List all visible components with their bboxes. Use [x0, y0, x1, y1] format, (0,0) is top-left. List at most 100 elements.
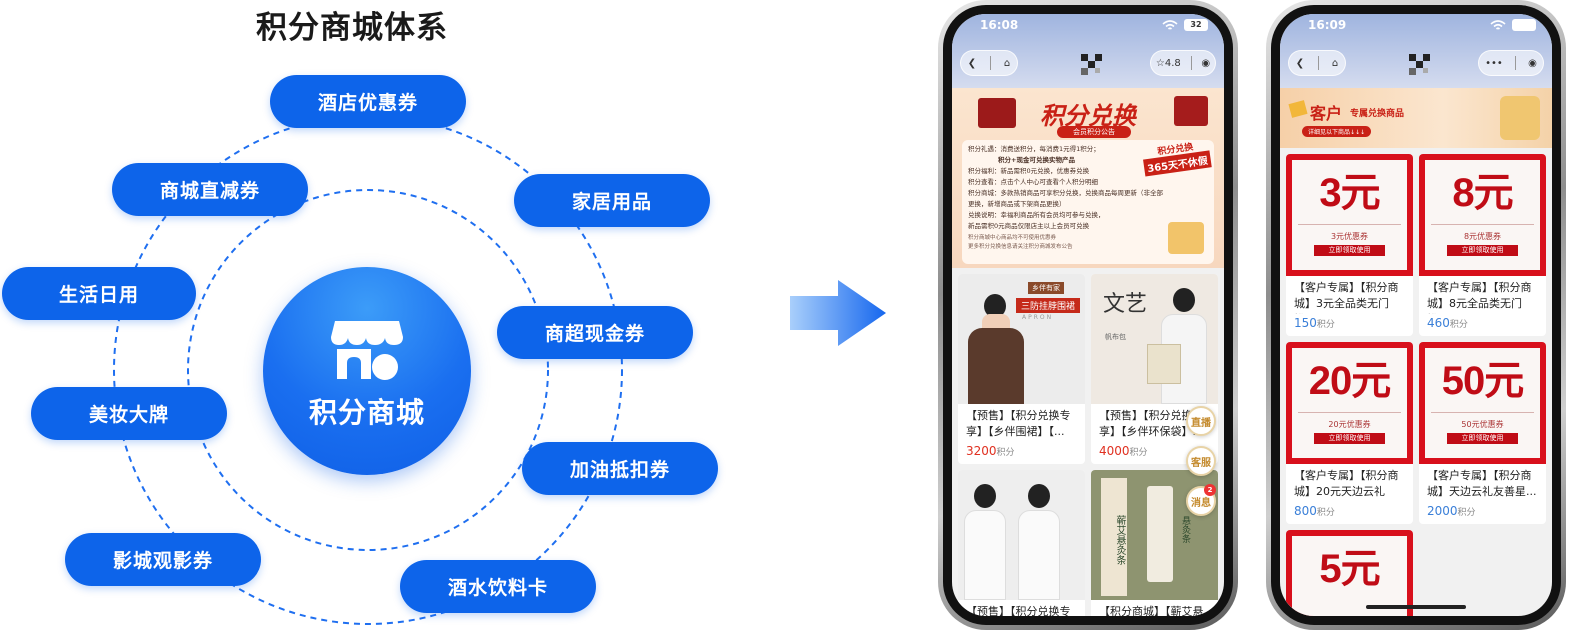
product-card[interactable]: 文艺 帆布包 【预售】【积分兑换专享】【乡伴环保袋】... 4000积分	[1091, 274, 1218, 464]
category-cosmetics[interactable]: 美妆大牌	[31, 387, 227, 440]
price-value: 460	[1427, 316, 1450, 330]
price-unit: 积分	[1316, 320, 1335, 330]
rule-note: 积分商城中心商品均不可使用优惠券	[968, 235, 1057, 241]
product-image-tshirt	[958, 470, 1085, 600]
price-value: 800	[1294, 504, 1317, 518]
coupon-price: 800积分	[1286, 502, 1413, 524]
coupon-subtitle: 3元优惠券	[1330, 232, 1369, 241]
phone1-screen: 16:08 32 ❮ ⌂ ☆4.8 ◉	[952, 14, 1224, 616]
coupon-image: 3元 3元优惠券 立即领取使用	[1286, 154, 1413, 276]
coupon-image: 5元	[1286, 530, 1413, 616]
product-card[interactable]: 乡伴有家 三防挂脖围裙 APRON 【预售】【积分兑换专享】【乡伴围裙】【...…	[958, 274, 1085, 464]
model-head	[984, 294, 1006, 318]
close-target-icon[interactable]: ◉	[1528, 57, 1537, 69]
back-icon[interactable]: ❮	[967, 57, 977, 69]
model-head-back	[1028, 484, 1050, 508]
battery-icon: 32	[1184, 19, 1208, 31]
banner-title: 客户	[1310, 104, 1343, 123]
float-message-button[interactable]: 消息 2	[1186, 484, 1216, 516]
home-icon[interactable]: ⌂	[1003, 57, 1011, 69]
model-shirt	[964, 510, 1006, 600]
coupon-card[interactable]: 8元 8元优惠券 立即领取使用 【客户专属】【积分商城】8元全品类无门槛... …	[1419, 154, 1546, 336]
brand-logo-icon	[1081, 54, 1102, 75]
diagram-title: 积分商城体系	[256, 10, 448, 46]
float-service-button[interactable]: 客服	[1186, 446, 1216, 476]
coupon-card[interactable]: 50元 50元优惠券 立即领取使用 【客户专属】【积分商城】天边云礼友善星...…	[1419, 342, 1546, 524]
coupon-amount: 5元	[1319, 547, 1380, 591]
customer-exclusive-banner[interactable]: 客户 专属兑换商品 详细见以下商品↓↓↓	[1280, 88, 1552, 148]
inner-ring	[187, 189, 549, 551]
status-bar: 16:09	[1280, 14, 1552, 38]
wifi-icon	[1162, 20, 1178, 30]
status-time: 16:08	[980, 18, 1019, 32]
coupon-card[interactable]: 3元 3元优惠券 立即领取使用 【客户专属】【积分商城】3元全品类无门槛... …	[1286, 154, 1413, 336]
product-caption: 三防挂脖围裙	[1016, 298, 1081, 313]
rating-label[interactable]: ☆4.8	[1155, 57, 1181, 69]
nav-back-home-group: ❮ ⌂	[1288, 50, 1346, 76]
float-message-label: 消息	[1191, 497, 1211, 509]
price-unit: 积分	[996, 448, 1015, 458]
category-drinks-card[interactable]: 酒水饮料卡	[400, 560, 596, 613]
hub-circle: 积分商城	[263, 267, 471, 475]
gift-box-right-icon	[1174, 96, 1208, 126]
phone-mockup-1: 16:08 32 ❮ ⌂ ☆4.8 ◉	[938, 0, 1238, 630]
coupon-subtitle: 20元优惠券	[1328, 420, 1371, 429]
coupon-image: 20元 20元优惠券 立即领取使用	[1286, 342, 1413, 464]
hub-label: 积分商城	[308, 396, 425, 429]
category-home-goods[interactable]: 家居用品	[514, 174, 710, 227]
home-icon[interactable]: ⌂	[1331, 57, 1339, 69]
rule-line: 积分福利：新品需积0元兑换，优惠券兑换	[968, 167, 1090, 175]
back-icon[interactable]: ❮	[1295, 57, 1305, 69]
banner-title: 积分兑换	[1040, 102, 1136, 130]
coupon-title: 【客户专属】【积分商城】天边云礼友善星...	[1427, 469, 1537, 498]
coupon-price: 150积分	[1286, 314, 1413, 336]
price-value: 150	[1294, 316, 1317, 330]
outer-ring	[113, 115, 623, 625]
rule-line: 积分查看：点击个人中心可查看个人积分明细	[968, 178, 1098, 186]
apron-shape	[968, 328, 1024, 404]
category-cinema-coupon[interactable]: 影城观影券	[65, 533, 261, 586]
coupon-card[interactable]: 5元	[1286, 530, 1413, 616]
gift-box-left-icon	[978, 98, 1016, 128]
more-icon[interactable]: •••	[1485, 57, 1503, 69]
float-live-button[interactable]: 直播	[1186, 406, 1216, 436]
claim-coupon-button[interactable]: 立即领取使用	[1314, 433, 1385, 444]
category-fuel-coupon[interactable]: 加油抵扣券	[522, 442, 718, 495]
coupon-amount: 8元	[1452, 171, 1513, 215]
product-image-tote: 文艺 帆布包	[1091, 274, 1218, 404]
coin-jar-icon	[1500, 96, 1540, 140]
claim-coupon-button[interactable]: 立即领取使用	[1447, 245, 1518, 256]
price-unit: 积分	[1457, 508, 1476, 518]
banner-subtitle: 专属兑换商品	[1350, 109, 1405, 119]
product-tag: 蕲艾悬灸条	[1101, 478, 1127, 596]
coupon-price: 460积分	[1419, 314, 1546, 336]
coupon-image: 8元 8元优惠券 立即领取使用	[1419, 154, 1546, 276]
close-target-icon[interactable]: ◉	[1201, 57, 1211, 69]
rule-line: 积分商城：多款热销商品可享积分兑换，兑换商品每周更新（非全部	[968, 189, 1163, 197]
category-hotel-coupon[interactable]: 酒店优惠券	[270, 75, 466, 128]
battery-icon	[1512, 19, 1536, 31]
mini-program-nav: ❮ ⌂ ••• ◉	[1280, 38, 1552, 88]
home-indicator	[1366, 605, 1466, 609]
model-head	[974, 484, 996, 508]
coupon-grid: 3元 3元优惠券 立即领取使用 【客户专属】【积分商城】3元全品类无门槛... …	[1286, 154, 1546, 616]
claim-coupon-button[interactable]: 立即领取使用	[1447, 433, 1518, 444]
points-exchange-banner[interactable]: 积分兑换 会员积分公告 积分兑换 365天不休假 积分礼遇：消费送积分，每消费1…	[952, 88, 1224, 268]
product-caption: 悬灸条	[1180, 516, 1190, 543]
product-card[interactable]: 【预售】【积分兑换专	[958, 470, 1085, 616]
rule-line: 积分礼遇：消费送积分，每消费1元得1积分；	[968, 145, 1100, 153]
product-tag: 乡伴有家	[1028, 282, 1064, 294]
product-image-apron: 乡伴有家 三防挂脖围裙 APRON	[958, 274, 1085, 404]
coupon-card[interactable]: 20元 20元优惠券 立即领取使用 【客户专属】【积分商城】20元天边云礼五..…	[1286, 342, 1413, 524]
category-supermarket-cash[interactable]: 商超现金券	[497, 306, 693, 359]
category-mall-discount[interactable]: 商城直减券	[112, 163, 308, 216]
category-daily-use[interactable]: 生活日用	[2, 267, 196, 320]
product-price: 4000积分	[1091, 442, 1218, 464]
price-unit: 积分	[1316, 508, 1335, 518]
claim-coupon-button[interactable]: 立即领取使用	[1314, 245, 1385, 256]
model-neck	[982, 314, 1010, 330]
wifi-icon	[1490, 20, 1506, 30]
banner-note: 详细见以下商品↓↓↓	[1302, 126, 1372, 137]
product-caption-en: APRON	[1022, 314, 1054, 321]
status-bar: 16:08 32	[952, 14, 1224, 38]
